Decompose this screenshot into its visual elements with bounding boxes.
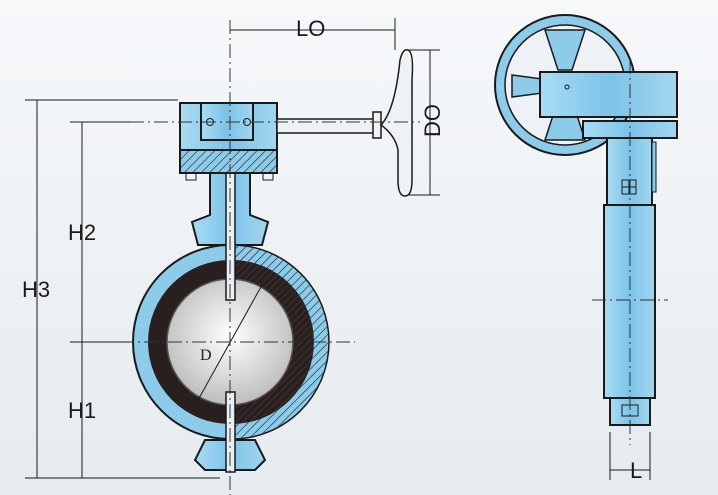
dimensions: LO DO H2 H3 H1: [22, 16, 445, 479]
input-shaft: [276, 118, 378, 134]
label-d: D: [200, 347, 212, 364]
side-view: L: [494, 14, 678, 483]
label-l: L: [630, 458, 642, 483]
front-view: D: [120, 20, 420, 495]
side-neck: [606, 137, 653, 206]
label-h2: H2: [68, 220, 96, 245]
label-do: DO: [420, 104, 445, 137]
label-lo: LO: [296, 16, 325, 41]
handwheel-side: [379, 48, 414, 197]
label-h3: H3: [22, 277, 50, 302]
label-h1: H1: [68, 398, 96, 423]
side-gearbox: [539, 71, 678, 118]
